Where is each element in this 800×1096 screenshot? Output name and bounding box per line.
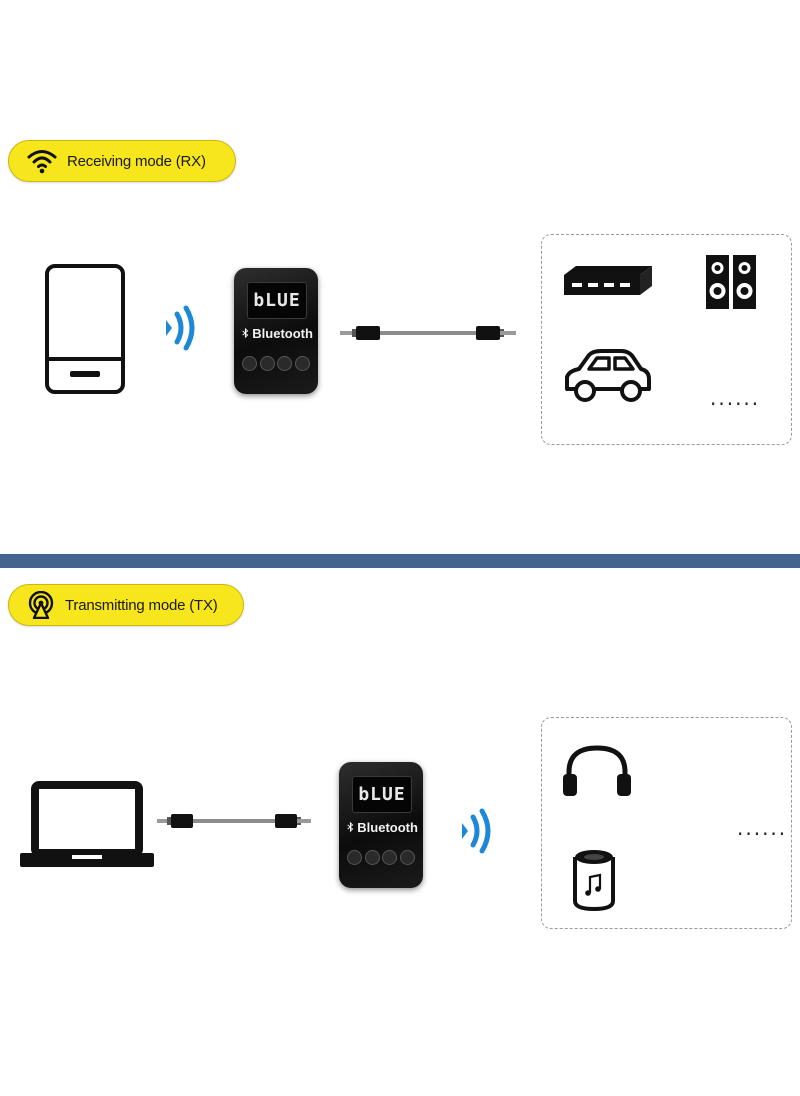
car-icon [565, 349, 651, 402]
bluetooth-adapter-device: bLUE Bluetooth [234, 268, 318, 394]
bluetooth-icon [347, 822, 354, 833]
device-display: bLUE [247, 281, 307, 320]
device-brand-label: Bluetooth [252, 325, 313, 341]
more-devices-ellipsis: ...... [737, 816, 788, 840]
device-button [346, 850, 362, 866]
device-button [259, 356, 275, 372]
speakers-icon [706, 255, 756, 309]
device-display: bLUE [352, 775, 412, 814]
device-button [277, 356, 293, 372]
amplifier-icon [564, 266, 652, 295]
section-divider [0, 554, 800, 568]
headphones-icon [563, 745, 631, 796]
wifi-icon [27, 150, 57, 174]
bluetooth-adapter-device: bLUE Bluetooth [339, 762, 423, 888]
tx-mode-badge: Transmitting mode (TX) [8, 584, 244, 626]
device-button [382, 850, 398, 866]
device-button [241, 356, 257, 372]
smart-speaker-icon [573, 850, 615, 911]
wireless-signal-icon [166, 305, 195, 351]
broadcast-icon [28, 591, 54, 619]
device-button [295, 356, 311, 372]
device-brand-label: Bluetooth [357, 819, 418, 835]
aux-cable-icon [340, 326, 516, 340]
tx-mode-label: Transmitting mode (TX) [65, 596, 218, 614]
wireless-signal-icon [462, 808, 491, 854]
laptop-icon [20, 781, 154, 867]
rx-mode-label: Receiving mode (RX) [67, 152, 206, 170]
device-button [364, 850, 380, 866]
device-button [400, 850, 416, 866]
aux-cable-icon [157, 814, 311, 828]
bluetooth-icon [242, 328, 249, 339]
more-devices-ellipsis: ...... [710, 386, 761, 410]
smartphone-icon [45, 264, 125, 394]
rx-mode-badge: Receiving mode (RX) [8, 140, 236, 182]
